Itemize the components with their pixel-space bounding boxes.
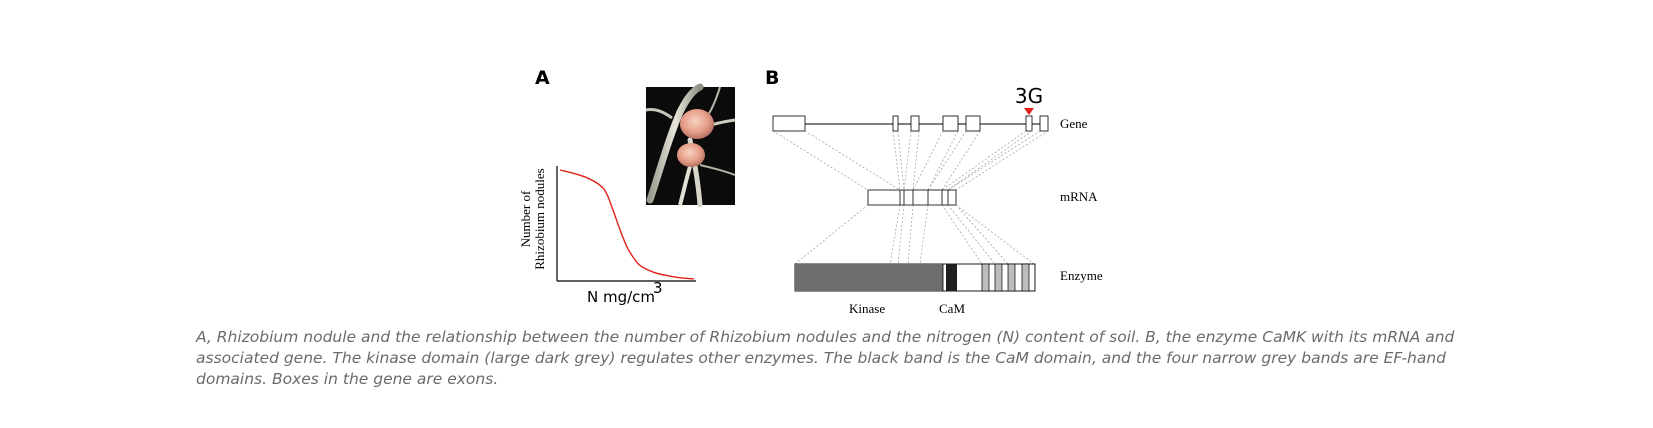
mrna-label: mRNA: [1060, 189, 1098, 204]
ef-hand-domain-3: [1007, 263, 1016, 292]
gene-exon-3: [910, 115, 920, 132]
y-axis-label-line1: Number of: [518, 190, 533, 247]
gene-to-mrna-connectors: [772, 130, 1049, 191]
gene-row: Gene: [772, 115, 1088, 132]
gene-exon-1: [772, 115, 806, 132]
panel-a: A Number of Rhizobium nodules N mg/cm 3: [518, 67, 736, 306]
mrna-transcript: [867, 189, 957, 206]
kinase-label: Kinase: [849, 301, 885, 316]
nodule-curve: [559, 169, 695, 280]
rhizobium-nodule-photo: [645, 83, 736, 208]
y-axis-label-line2: Rhizobium nodules: [532, 168, 547, 269]
kinase-domain: [795, 264, 943, 291]
figure: A Number of Rhizobium nodules N mg/cm 3: [518, 67, 1103, 316]
cam-domain: [946, 264, 957, 291]
nodule-nitrogen-chart: Number of Rhizobium nodules N mg/cm 3: [518, 166, 696, 306]
ef-hand-domain-1: [981, 263, 990, 292]
ef-hand-domain-4: [1021, 263, 1030, 292]
gene-label: Gene: [1060, 116, 1088, 131]
gene-exon-6: [1025, 115, 1033, 132]
panel-b: B 3G Gene: [765, 67, 1103, 316]
panel-a-letter: A: [535, 67, 550, 89]
gene-exon-2: [892, 115, 899, 132]
x-axis-superscript: 3: [653, 279, 663, 297]
enzyme-label: Enzyme: [1060, 268, 1103, 283]
x-axis-label: N mg/cm: [587, 288, 655, 306]
ef-hand-domain-2: [994, 263, 1003, 292]
panel-b-letter: B: [765, 67, 779, 89]
cam-label: CaM: [939, 301, 965, 316]
figure-caption: A, Rhizobium nodule and the relationship…: [196, 328, 1455, 388]
mutation-label: 3G: [1015, 84, 1043, 108]
enzyme-row: Enzyme Kinase CaM: [794, 263, 1103, 316]
gene-exon-4: [942, 115, 959, 132]
gene-exon-5: [965, 115, 981, 132]
mrna-to-enzyme-connectors: [794, 204, 1035, 265]
mutation-marker: [1024, 108, 1034, 115]
mrna-row: mRNA: [867, 189, 1098, 206]
gene-exon-7: [1039, 115, 1049, 132]
